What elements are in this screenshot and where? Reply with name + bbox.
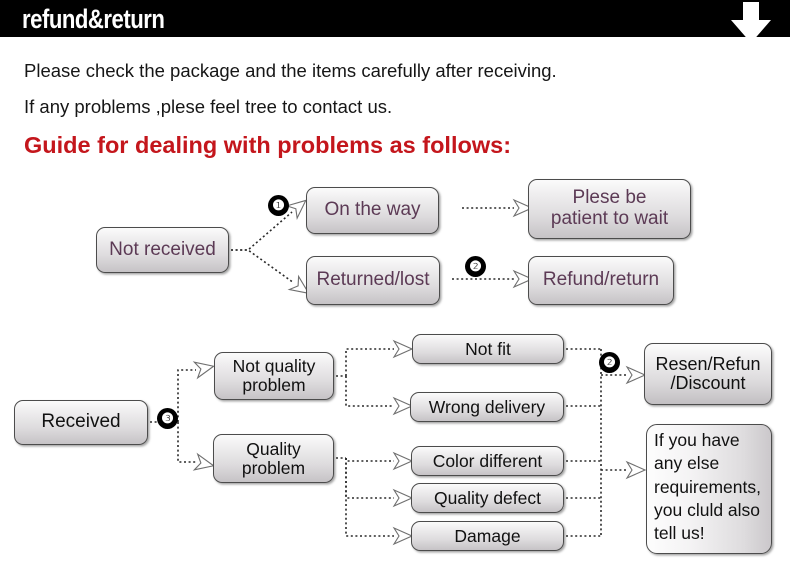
node-label: Not fit <box>465 338 511 359</box>
node-quality-defect[interactable]: Quality defect <box>411 483 564 513</box>
node-label: Damage <box>454 525 521 546</box>
node-label: Returned/lost <box>316 269 430 291</box>
node-on-the-way[interactable]: On the way <box>306 187 439 234</box>
node-quality-problem[interactable]: Quality problem <box>213 434 334 483</box>
node-label-line-2: problem <box>241 457 306 478</box>
node-label: Refund/return <box>542 269 660 291</box>
step-badge-2-upper: ❷ <box>465 256 486 277</box>
guide-heading: Guide for dealing with problems as follo… <box>24 132 512 158</box>
node-damage[interactable]: Damage <box>411 521 564 551</box>
note-line-1: If you have <box>654 430 740 450</box>
down-arrow-icon <box>731 2 771 43</box>
node-label: Wrong delivery <box>428 396 546 417</box>
node-label-line-1: Resen/Refun <box>655 353 761 374</box>
step-badge-3: ❸ <box>157 408 178 429</box>
node-extra-requirements-note[interactable]: If you have any else requirements, you c… <box>646 424 772 554</box>
header-bar: refund&return <box>0 0 790 37</box>
node-label-line-2: patient to wait <box>550 208 669 229</box>
note-line-2: any else <box>654 453 720 474</box>
node-label: Color different <box>432 450 543 471</box>
node-label-line-2: problem <box>242 375 306 395</box>
node-label-line-1: Not quality <box>232 356 316 377</box>
node-label: Not received <box>109 238 216 260</box>
node-refund-return[interactable]: Refund/return <box>528 256 674 305</box>
note-line-4: you cluld also <box>654 499 761 520</box>
node-wrong-delivery[interactable]: Wrong delivery <box>410 392 564 422</box>
step-badge-1: ❶ <box>268 195 289 216</box>
node-not-received[interactable]: Not received <box>96 227 229 273</box>
intro-line-2: If any problems ,plese feel tree to cont… <box>24 96 393 117</box>
note-line-3: requirements, <box>654 476 761 497</box>
step-badge-2-lower: ❷ <box>599 352 620 373</box>
node-label: On the way <box>324 199 421 221</box>
note-line-5: tell us! <box>654 523 705 544</box>
node-not-quality-problem[interactable]: Not quality problem <box>214 352 334 400</box>
node-please-be-patient[interactable]: Plese be patient to wait <box>528 179 691 239</box>
node-label-line-1: Plese be <box>572 187 647 209</box>
node-not-fit[interactable]: Not fit <box>412 334 564 364</box>
node-label: Received <box>41 411 121 433</box>
node-resend-refund-discount[interactable]: Resen/Refun /Discount <box>644 343 772 405</box>
intro-line-1: Please check the package and the items c… <box>24 60 557 81</box>
node-returned-lost[interactable]: Returned/lost <box>306 256 440 305</box>
node-received[interactable]: Received <box>14 400 148 445</box>
page-title: refund&return <box>22 4 165 34</box>
node-label-line-1: Quality <box>246 438 301 459</box>
node-color-different[interactable]: Color different <box>411 446 564 476</box>
node-label: Quality defect <box>434 487 541 508</box>
node-label-line-2: /Discount <box>670 373 746 393</box>
